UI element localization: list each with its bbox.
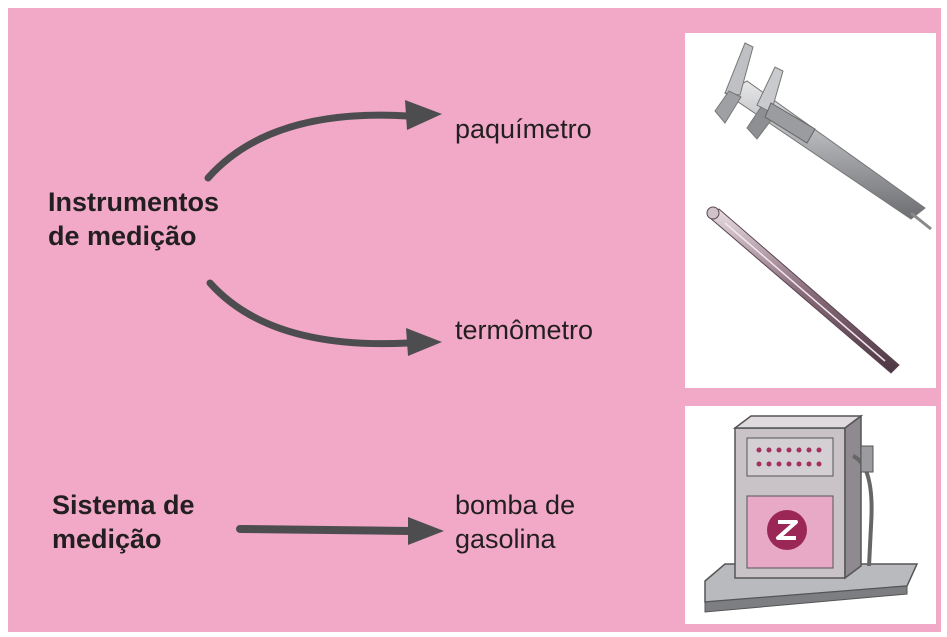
instrumentos-label-line2: de medição [48,220,197,251]
item-termometro: termômetro [455,315,594,345]
thermometer-icon [706,206,900,374]
instrumentos-label-line1: Instrumentos [48,187,220,217]
sistema-label-line1: Sistema de [52,490,195,520]
sistema-label: Sistema de medição [52,489,195,557]
instrumentos-label: Instrumentos de medição [48,186,219,254]
arrow-to-paquimetro [204,100,442,182]
item-bomba-line1: bomba de [455,490,576,520]
gas-pump-photo [685,406,936,624]
gas-pump-icon [704,414,919,613]
item-bomba-line2: gasolina [455,523,556,554]
item-bomba-gasolina: bomba de gasolina [455,489,575,557]
caliper-icon [714,42,932,231]
arrow-to-bomba [236,517,444,545]
arrow-to-termometro [206,279,442,356]
item-paquimetro: paquímetro [455,114,592,144]
sistema-label-line2: medição [52,523,162,554]
instruments-photo [685,33,936,388]
